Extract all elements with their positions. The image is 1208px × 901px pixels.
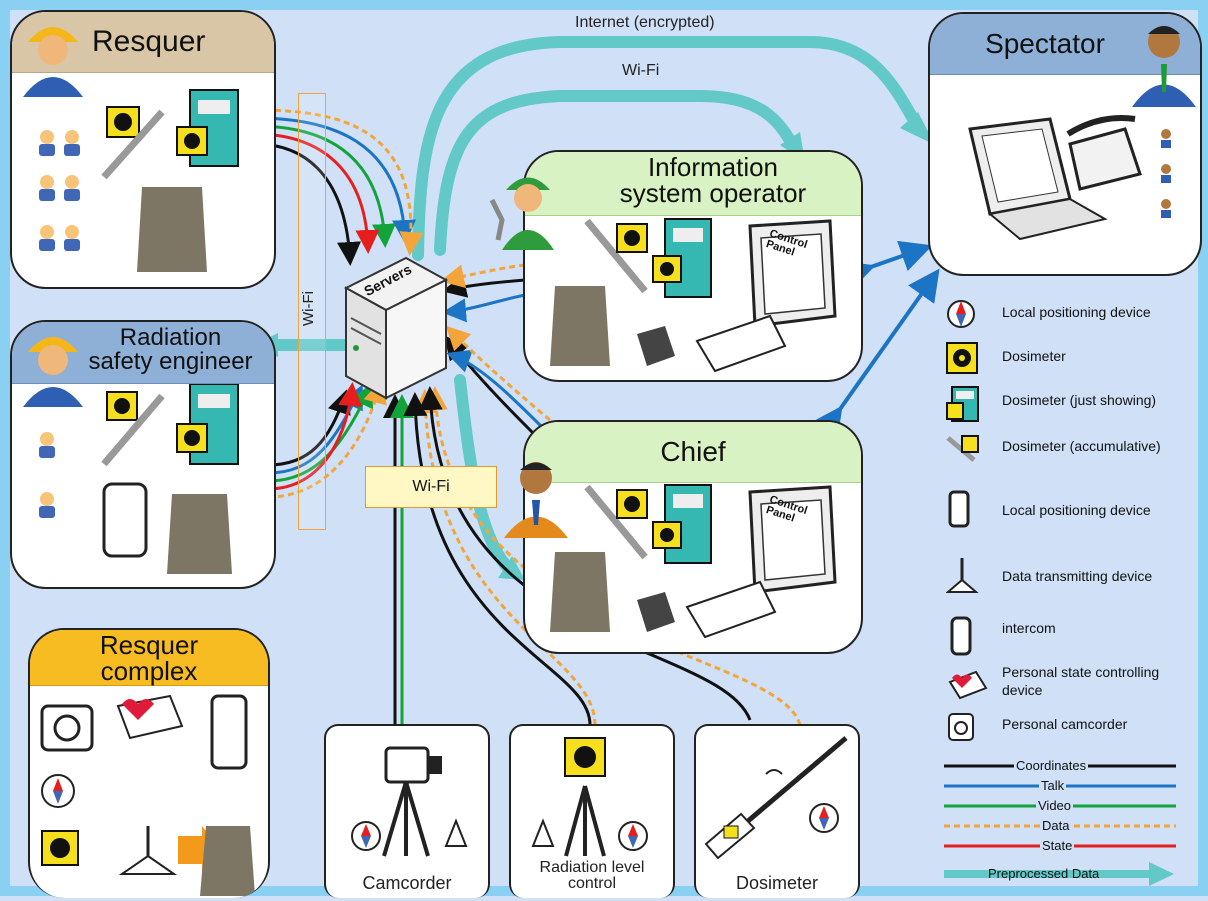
engineer-title-line-1: Radiation xyxy=(119,324,222,351)
internet-link-label: Internet (encrypted) xyxy=(575,14,715,31)
dosimeter-sensor-node: Dosimeter xyxy=(694,724,860,898)
operator-worker-icon xyxy=(489,177,554,250)
legend-item: Dosimeter (accumulative) xyxy=(946,432,1186,462)
wifi-link-label: Wi-Fi xyxy=(622,62,660,79)
chief-person-icon xyxy=(504,462,568,538)
complex-title-line-2: complex xyxy=(100,656,198,686)
camcorder-sensor-node: Camcorder xyxy=(324,724,490,898)
line-legend: Coordinates Talk Video Data State Prepro… xyxy=(944,758,1176,896)
engineer-worker-icon xyxy=(23,337,83,407)
radiation-icon xyxy=(946,342,978,374)
camcorder-caption: Camcorder xyxy=(362,873,452,893)
info-operator-node: Information system operator Control Pane… xyxy=(523,150,863,382)
spectator-title: Spectator xyxy=(985,28,1105,59)
resquer-worker-icon xyxy=(23,27,83,97)
radiation-level-sensor-node: Radiation level control xyxy=(509,724,675,898)
legend-item: Personal camcorder xyxy=(946,710,1186,741)
tablet-icon xyxy=(948,490,970,528)
resquer-complex-node: Resquer complex xyxy=(28,628,270,898)
dosimeter-caption: Dosimeter xyxy=(735,873,819,893)
legend-coordinates: Coordinates xyxy=(1014,758,1089,773)
operator-equipment xyxy=(550,218,837,373)
compass-icon xyxy=(947,300,975,328)
spectator-person-icon xyxy=(1132,26,1196,107)
radiation-level-caption: Radiation level control xyxy=(539,859,645,892)
spectator-equipment xyxy=(968,115,1171,241)
complex-title-line-1: Resquer xyxy=(99,630,199,660)
small-worker-icons xyxy=(39,130,80,251)
legend-item: Personal state controlling device xyxy=(946,664,1186,700)
operator-title-line-1: Information xyxy=(647,152,779,182)
wifi-vertical-label: Wi-Fi xyxy=(299,291,317,326)
servers-node xyxy=(343,256,449,400)
wifi-band-vertical xyxy=(298,93,326,530)
wifi-box: Wi-Fi xyxy=(365,466,497,508)
complex-equipment xyxy=(40,694,255,896)
legend-video: Video xyxy=(1036,798,1074,813)
legend-talk: Talk xyxy=(1039,778,1067,793)
spectator-node: Spectator xyxy=(928,12,1202,276)
engineer-title-line-2: safety engineer xyxy=(88,348,253,375)
legend-state: State xyxy=(1040,838,1075,853)
dosimeter-probe-icon xyxy=(704,736,848,860)
legend-item: Dosimeter (just showing) xyxy=(946,386,1186,422)
dosimeter-display-icon xyxy=(946,386,979,422)
legend-item: intercom xyxy=(946,612,1186,656)
camera-icon xyxy=(948,713,974,741)
chief-node: Chief Control Panel xyxy=(523,420,863,654)
legend-item: Local positioning device xyxy=(946,298,1186,328)
camcorder-tripod-icon xyxy=(351,746,468,857)
legend-item: Data transmitting device xyxy=(946,552,1186,593)
legend-item: Dosimeter xyxy=(946,342,1186,374)
antenna-icon xyxy=(946,558,979,593)
internet-encrypted-arrow xyxy=(412,36,926,261)
legend-preprocessed: Preprocessed Data xyxy=(988,866,1100,881)
wifi-arrow-to-operator xyxy=(434,90,801,256)
radiation-tripod-icon xyxy=(531,737,648,857)
engineer-equipment xyxy=(39,384,239,574)
legend-data: Data xyxy=(1040,818,1072,833)
chief-title: Chief xyxy=(660,436,726,467)
walkie-talkie-icon xyxy=(950,616,972,656)
operator-title-line-2: system operator xyxy=(619,178,807,208)
heart-device-icon xyxy=(948,670,988,700)
legend-item: Local positioning device xyxy=(946,490,1186,528)
chief-equipment xyxy=(550,484,837,639)
resquer-equipment xyxy=(39,89,239,272)
dosimeter-pen-icon xyxy=(946,435,979,462)
resquer-title: Resquer xyxy=(92,25,206,58)
